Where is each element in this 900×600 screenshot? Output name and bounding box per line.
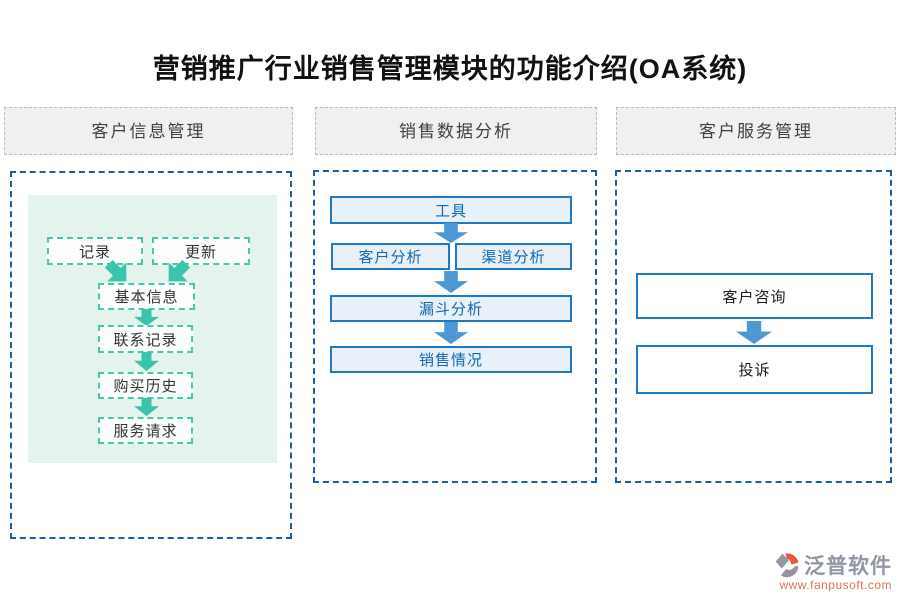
node-customer-analysis: 客户分析 — [331, 243, 450, 270]
column-header-sales-analysis: 销售数据分析 — [315, 107, 597, 155]
sales-analysis-column — [313, 170, 597, 483]
column-header-customer-service: 客户服务管理 — [616, 107, 896, 155]
node-record: 记录 — [47, 237, 143, 265]
page-title: 营销推广行业销售管理模块的功能介绍(OA系统) — [152, 54, 748, 84]
node-tool: 工具 — [330, 196, 572, 224]
brand-logo-icon — [773, 551, 801, 579]
node-complaint: 投诉 — [636, 345, 873, 394]
customer-info-column — [10, 171, 292, 539]
node-purchase-history: 购买历史 — [98, 372, 193, 399]
brand-block: 泛普软件 www.fanpusoft.com — [752, 550, 892, 592]
customer-service-column — [615, 170, 892, 483]
node-customer-inquiry: 客户咨询 — [636, 273, 873, 319]
column-header-customer-info: 客户信息管理 — [4, 107, 293, 155]
node-update: 更新 — [152, 237, 250, 265]
node-service-request: 服务请求 — [98, 417, 193, 444]
brand-website: www.fanpusoft.com — [779, 578, 892, 592]
node-contact-record: 联系记录 — [98, 325, 193, 353]
node-basic-info: 基本信息 — [98, 283, 195, 310]
brand-name: 泛普软件 — [804, 555, 892, 578]
node-channel-analysis: 渠道分析 — [455, 243, 572, 270]
node-sales-status: 销售情况 — [330, 346, 572, 373]
node-funnel-analysis: 漏斗分析 — [330, 295, 572, 322]
